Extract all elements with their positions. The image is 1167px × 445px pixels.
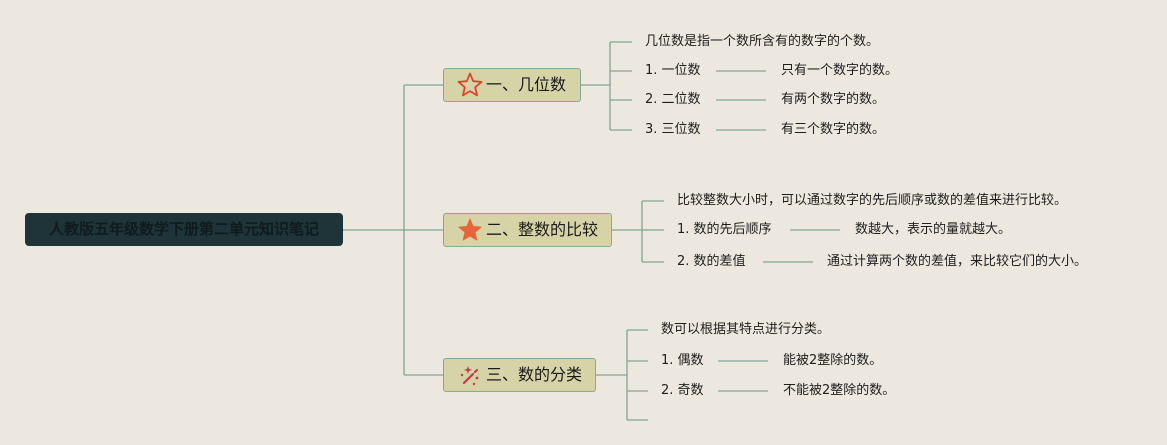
branch-1-item-3-term: 3. 三位数 xyxy=(645,122,701,137)
branch-1-item-1-desc: 只有一个数字的数。 xyxy=(781,63,899,78)
branch-2-intro: 比较整数大小时，可以通过数字的先后顺序或数的差值来进行比较。 xyxy=(677,193,1068,208)
connector-b3-dashes xyxy=(718,360,768,392)
branch-2[interactable]: 二、整数的比较 xyxy=(443,213,612,247)
branch-2-item-2-term: 2. 数的差值 xyxy=(677,254,746,269)
connector-b3-ticks xyxy=(627,329,648,421)
magic-wand-icon xyxy=(460,366,479,386)
branch-1-item-2-desc: 有两个数字的数。 xyxy=(781,92,886,107)
root-title: 人教版五年级数学下册第二单元知识笔记 xyxy=(48,220,319,238)
branch-2-item-1-term: 1. 数的先后顺序 xyxy=(677,222,772,237)
branch-3-item-1-term: 1. 偶数 xyxy=(661,353,704,368)
root-topic[interactable]: 人教版五年级数学下册第二单元知识笔记 xyxy=(25,213,343,246)
branch-3-item-2-desc: 不能被2整除的数。 xyxy=(783,383,896,398)
branch-3[interactable]: 三、数的分类 xyxy=(443,358,596,392)
star-outline-icon xyxy=(457,72,483,97)
branch-1-item-3-desc: 有三个数字的数。 xyxy=(781,122,886,137)
branch-2-title: 二、整数的比较 xyxy=(486,220,599,239)
branch-2-item-1-desc: 数越大，表示的量就越大。 xyxy=(855,222,1012,237)
connector-b1-ticks xyxy=(610,41,632,131)
branch-1-intro: 几位数是指一个数所含有的数字的个数。 xyxy=(645,34,880,49)
star-filled-icon xyxy=(458,218,482,241)
branch-1[interactable]: 一、几位数 xyxy=(443,68,581,102)
branch-3-item-2-term: 2. 奇数 xyxy=(661,383,704,398)
branch-1-item-2-term: 2. 二位数 xyxy=(645,92,701,107)
branch-3-intro: 数可以根据其特点进行分类。 xyxy=(661,322,831,337)
connector-b2-ticks xyxy=(642,200,664,263)
branch-1-item-1-term: 1. 一位数 xyxy=(645,63,701,78)
branch-3-title: 三、数的分类 xyxy=(486,365,583,384)
connector-b2-dashes xyxy=(763,229,840,263)
branch-3-item-1-desc: 能被2整除的数。 xyxy=(783,353,883,368)
branch-1-title: 一、几位数 xyxy=(486,75,567,94)
branch-2-item-2-desc: 通过计算两个数的差值，来比较它们的大小。 xyxy=(827,254,1088,269)
connector-b1-dashes xyxy=(716,70,766,131)
